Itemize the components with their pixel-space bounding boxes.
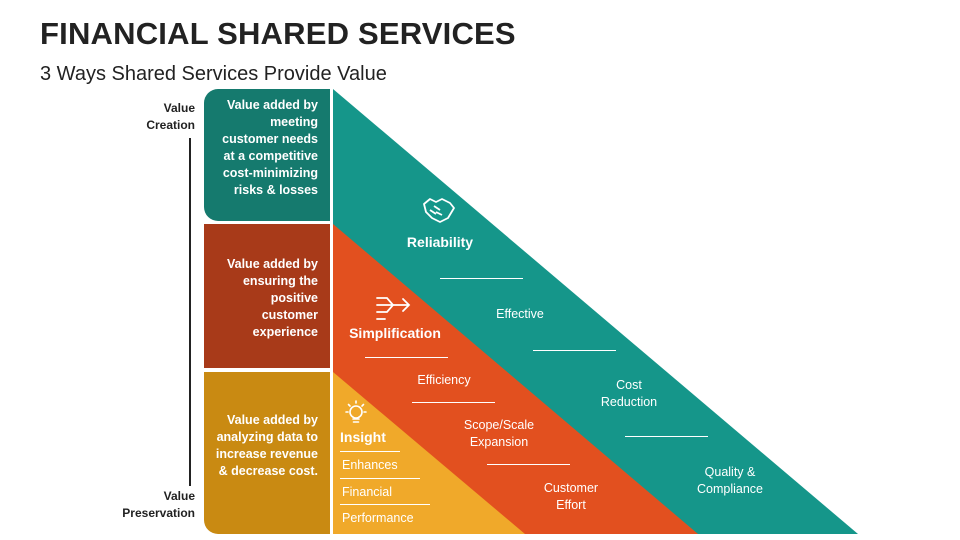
insight-divider xyxy=(340,478,420,479)
page-subtitle: 3 Ways Shared Services Provide Value xyxy=(40,63,387,85)
simplification-divider xyxy=(412,402,495,403)
reliability-label: Reliability xyxy=(406,234,474,250)
insight-divider xyxy=(340,504,430,505)
simplification-label: Simplification xyxy=(349,325,441,341)
reliability-item-effective: Effective xyxy=(496,307,544,321)
reliability-item-quality: Quality & Compliance xyxy=(696,465,763,496)
reliability-item-cost-reduction: Cost Reduction xyxy=(600,378,658,409)
simplification-item-scope: Scope/Scale Expansion xyxy=(463,418,535,449)
page-title: FINANCIAL SHARED SERVICES xyxy=(40,16,516,51)
arrows-merge-icon xyxy=(376,297,411,320)
value-block-creation: Value added by meeting customer needs at… xyxy=(204,89,330,221)
axis-line xyxy=(189,138,191,486)
simplification-divider xyxy=(487,464,570,465)
insight-item-performance: Performance xyxy=(342,511,414,525)
reliability-divider xyxy=(625,436,708,437)
handshake-icon xyxy=(423,198,455,223)
value-block-preservation: Value added by analyzing data to increas… xyxy=(204,372,330,534)
reliability-divider xyxy=(440,278,523,279)
lightbulb-icon xyxy=(345,400,367,423)
simplification-divider xyxy=(365,357,448,358)
reliability-divider xyxy=(533,350,616,351)
value-block-experience: Value added by ensuring the positive cus… xyxy=(204,224,330,368)
axis-bottom-label: Value Preservation xyxy=(122,489,195,520)
insight-item-financial: Financial xyxy=(342,485,393,499)
insight-band xyxy=(333,372,525,534)
simplification-item-efficiency: Efficiency xyxy=(417,373,471,387)
insight-item-enhances: Enhances xyxy=(342,458,398,472)
insight-label: Insight xyxy=(340,429,386,445)
simplification-item-customer-effort: Customer Effort xyxy=(543,481,599,512)
axis-top-label: Value Creation xyxy=(146,101,195,132)
insight-divider xyxy=(340,451,400,452)
